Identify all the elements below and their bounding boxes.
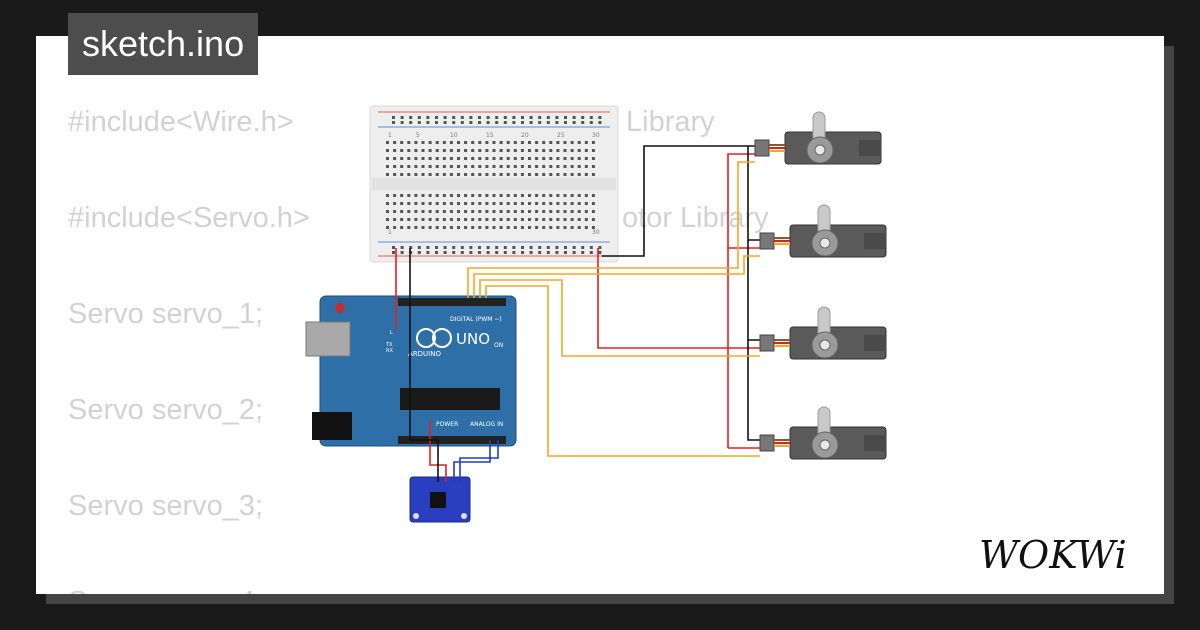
bb-col-10: 10 — [450, 132, 458, 139]
bb-col-20: 20 — [521, 132, 529, 139]
board-brand: ARDUINO — [408, 350, 441, 358]
analog-label: ANALOG IN — [470, 421, 503, 428]
wokwi-logo-text: WOKWi — [979, 533, 1127, 577]
power-label: POWER — [436, 421, 458, 428]
servo-motor[interactable] — [759, 406, 887, 460]
l-label: L — [390, 330, 393, 336]
servo-motor[interactable] — [759, 204, 887, 258]
servo-motor[interactable] — [759, 306, 887, 360]
bb-col-30-b: 30 — [592, 229, 600, 236]
code-line-2: #include<Servo.h> — [68, 202, 310, 234]
servo-motor[interactable] — [754, 111, 882, 165]
on-label: ON — [494, 342, 503, 349]
bb-col-30: 30 — [592, 132, 600, 139]
digital-header — [398, 298, 506, 306]
breadboard[interactable]: 1 5 10 15 20 25 30 1 30 — [369, 105, 619, 263]
tx-label: TX — [385, 342, 393, 348]
arduino-uno[interactable]: UNO ARDUINO DIGITAL (PWM ~) POWER ANALOG… — [305, 295, 517, 447]
code-line-1: #include<Wire.h> — [68, 106, 294, 138]
bb-col-15: 15 — [486, 132, 494, 139]
rx-label: RX — [386, 348, 393, 354]
code-line-6: Servo servo_4; — [68, 586, 263, 594]
code-line-4: Servo servo_2; — [68, 394, 264, 426]
breadboard-column-numbers: 1 5 10 15 20 25 30 1 30 — [388, 132, 600, 236]
code-line-3: Servo servo_1; — [68, 298, 264, 330]
sketch-title[interactable]: sketch.ino — [68, 13, 259, 75]
breadboard-holes — [386, 116, 602, 254]
code-comment-2: otor Library — [622, 202, 769, 234]
usb-port — [305, 321, 351, 357]
digital-label: DIGITAL (PWM ~) — [450, 316, 502, 323]
power-jack — [312, 412, 352, 440]
reset-button — [335, 303, 345, 313]
bb-col-1-b: 1 — [388, 229, 392, 236]
atmega-chip — [400, 388, 500, 410]
wokwi-logo: WOKWi — [979, 533, 1127, 577]
bb-col-25: 25 — [557, 132, 565, 139]
code-line-5: Servo servo_3; — [68, 490, 264, 522]
bb-col-1: 1 — [388, 132, 392, 139]
servos — [754, 111, 887, 460]
analog-header — [398, 436, 506, 444]
imu-module[interactable] — [409, 476, 471, 523]
board-name: UNO — [456, 330, 490, 348]
bb-col-5: 5 — [416, 132, 420, 139]
wires — [395, 145, 760, 482]
code-background: #include<Wire.h> #include<Servo.h> Servo… — [68, 36, 1164, 594]
code-comment-1: Library — [626, 106, 715, 138]
arduino-logo-icon — [416, 328, 436, 348]
